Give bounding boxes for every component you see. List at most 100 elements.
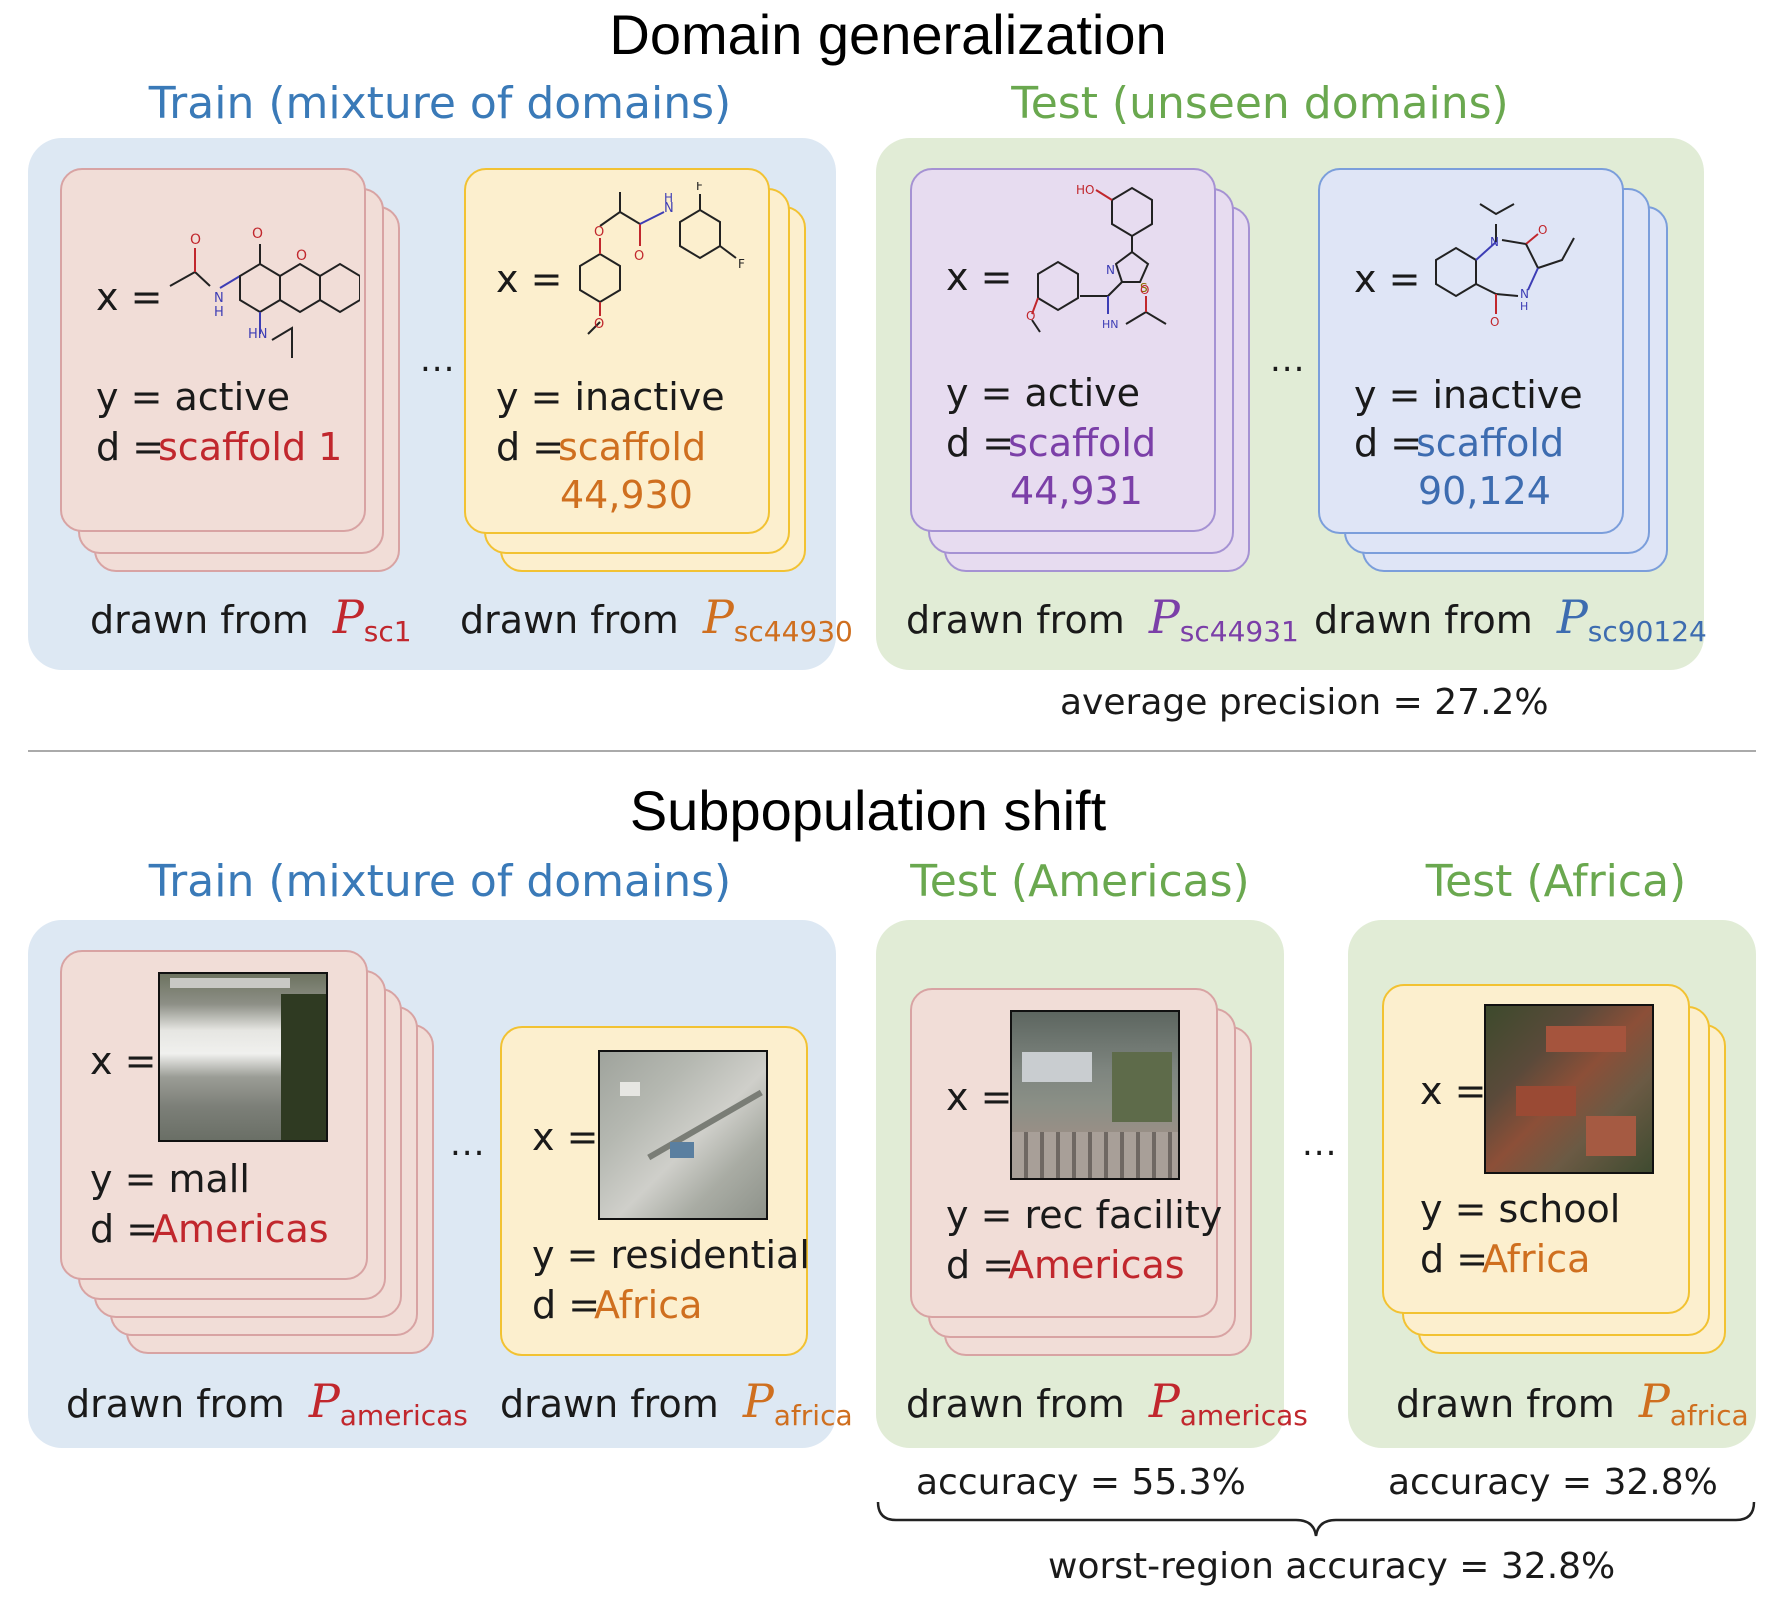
sp-card-1-drawn: drawn from Pamericas: [66, 1374, 468, 1432]
molecule-icon: HO N S O HN O: [1026, 183, 1167, 333]
distribution-symbol: Pamericas: [308, 1374, 468, 1432]
dg-card-1: [60, 168, 366, 532]
svg-text:N: N: [1106, 263, 1115, 277]
drawn-from-label: drawn from: [1314, 598, 1533, 642]
dg-card-3-drawn: drawn from Psc44931: [906, 590, 1299, 648]
dg-card-4-d-value: scaffold: [1416, 421, 1565, 465]
svg-text:O: O: [1026, 309, 1035, 323]
svg-text:O: O: [594, 225, 604, 240]
dg-card-2-d-value: scaffold: [558, 425, 707, 469]
distribution-symbol: Psc44931: [1148, 590, 1299, 648]
dg-card-4-x: x =: [1354, 257, 1421, 301]
drawn-from-label: drawn from: [460, 598, 679, 642]
dg-card-1-y: y = active: [96, 375, 290, 419]
sp-title: Subpopulation shift: [629, 779, 1107, 842]
svg-text:O: O: [594, 317, 604, 332]
dg-card-4: [1318, 168, 1624, 534]
ellipsis: ...: [1302, 1124, 1338, 1164]
svg-text:F: F: [696, 182, 703, 193]
dg-card-2-d-value-2: 44,930: [560, 473, 693, 517]
svg-text:HN: HN: [1102, 318, 1119, 331]
sp-card-4-y: y = school: [1420, 1187, 1621, 1231]
svg-text:N: N: [1490, 235, 1499, 249]
dg-card-1-d-prefix: d =: [96, 425, 165, 469]
dg-card-1-drawn: drawn from Psc1: [90, 590, 412, 648]
sp-card-4-x: x =: [1420, 1069, 1487, 1113]
svg-text:S: S: [1140, 281, 1148, 295]
dg-card-3-d-value: scaffold: [1008, 421, 1157, 465]
distribution-symbol: Pafrica: [742, 1374, 853, 1432]
dg-card-3: [910, 168, 1216, 532]
svg-text:HO: HO: [1076, 183, 1094, 197]
dg-card-4-drawn: drawn from Psc90124: [1314, 590, 1707, 648]
distribution-symbol: Psc1: [332, 590, 412, 648]
sp-train-heading: Train (mixture of domains): [148, 856, 732, 907]
dg-card-4-d-value-2: 90,124: [1418, 469, 1551, 513]
drawn-from-label: drawn from: [906, 598, 1125, 642]
sp-card-1-x: x =: [90, 1039, 157, 1083]
sp-card-4-d-prefix: d =: [1420, 1237, 1489, 1281]
svg-text:O: O: [1140, 283, 1149, 297]
brace: [876, 1501, 1756, 1537]
dg-card-4-y: y = inactive: [1354, 373, 1583, 417]
dg-title: Domain generalization: [609, 3, 1167, 66]
dg-card-3-d-prefix: d =: [946, 421, 1015, 465]
dg-card-1-d-value: scaffold 1: [158, 425, 343, 469]
distribution-symbol: Psc90124: [1556, 590, 1707, 648]
dg-card-2-d-prefix: d =: [496, 425, 565, 469]
svg-text:O: O: [634, 249, 644, 264]
svg-text:N: N: [214, 291, 224, 306]
svg-text:O: O: [1490, 315, 1499, 329]
dg-card-4-d-prefix: d =: [1354, 421, 1423, 465]
sp-card-2-x: x =: [532, 1115, 599, 1159]
svg-text:N: N: [664, 201, 674, 216]
drawn-from-label: drawn from: [500, 1382, 719, 1426]
section-divider: [28, 750, 1756, 752]
svg-text:H: H: [664, 191, 673, 205]
distribution-symbol: Pamericas: [1148, 1374, 1308, 1432]
dg-test-heading: Test (unseen domains): [1011, 78, 1509, 129]
dg-card-3-d-value-2: 44,931: [1010, 469, 1143, 513]
sp-metric-americas: accuracy = 55.3%: [916, 1462, 1246, 1503]
ellipsis: ...: [1270, 340, 1306, 380]
dg-card-2-y: y = inactive: [496, 375, 725, 419]
molecule-icon: O O O N H HN: [169, 226, 360, 358]
sp-metric-africa: accuracy = 32.8%: [1388, 1462, 1718, 1503]
sp-card-3-d-value: Americas: [1008, 1243, 1185, 1287]
dg-card-3-x: x =: [946, 255, 1013, 299]
satellite-image: [158, 972, 328, 1142]
sp-card-2-drawn: drawn from Pafrica: [500, 1374, 853, 1432]
svg-text:H: H: [214, 305, 224, 320]
dg-card-2-x: x =: [496, 257, 563, 301]
distribution-symbol: Psc44930: [702, 590, 853, 648]
dg-card-3-y: y = active: [946, 371, 1140, 415]
dg-metric: average precision = 27.2%: [1060, 682, 1549, 723]
satellite-image: [1484, 1004, 1654, 1174]
sp-card-3-drawn: drawn from Pamericas: [906, 1374, 1308, 1432]
sp-card-2-d-prefix: d =: [532, 1283, 601, 1327]
distribution-symbol: Pafrica: [1638, 1374, 1749, 1432]
ellipsis: ...: [420, 340, 456, 380]
svg-text:O: O: [1538, 223, 1547, 237]
satellite-image: [598, 1050, 768, 1220]
satellite-image: [1010, 1010, 1180, 1180]
svg-text:O: O: [190, 232, 201, 248]
sp-card-3-d-prefix: d =: [946, 1243, 1015, 1287]
sp-card-2-d-value: Africa: [594, 1283, 703, 1327]
sp-test-africa-heading: Test (Africa): [1425, 856, 1687, 907]
sp-card-1-d-value: Americas: [152, 1207, 329, 1251]
dg-card-2-drawn: drawn from Psc44930: [460, 590, 853, 648]
sp-test-americas-heading: Test (Americas): [910, 856, 1250, 907]
dg-train-heading: Train (mixture of domains): [148, 78, 732, 129]
drawn-from-label: drawn from: [1396, 1382, 1615, 1426]
drawn-from-label: drawn from: [906, 1382, 1125, 1426]
svg-text:H: H: [1520, 300, 1528, 313]
sp-card-3-y: y = rec facility: [946, 1193, 1223, 1237]
dg-card-1-x: x =: [96, 275, 163, 319]
sp-card-3-x: x =: [946, 1075, 1013, 1119]
sp-card-4-d-value: Africa: [1482, 1237, 1591, 1281]
sp-card-1-d-prefix: d =: [90, 1207, 159, 1251]
drawn-from-label: drawn from: [90, 598, 309, 642]
drawn-from-label: drawn from: [66, 1382, 285, 1426]
sp-worst-metric: worst-region accuracy = 32.8%: [1048, 1546, 1616, 1587]
